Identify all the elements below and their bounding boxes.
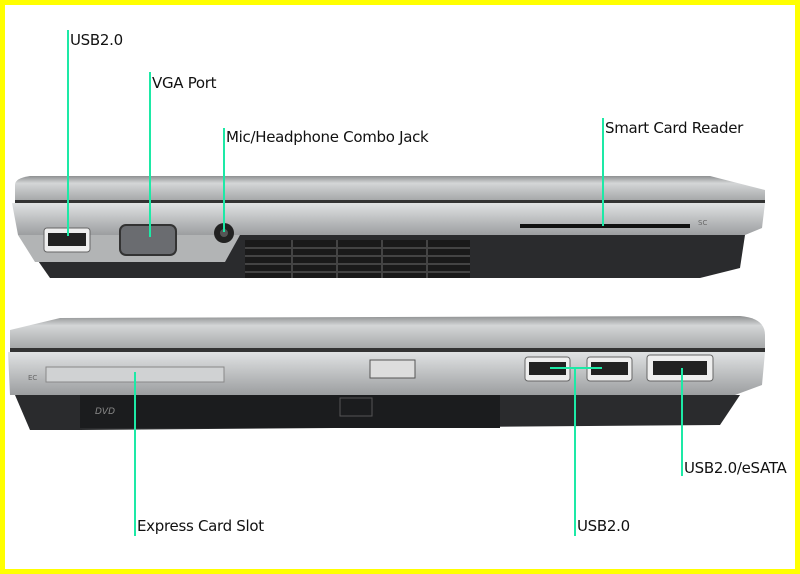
leader-line-vga [149, 72, 151, 237]
vga-port-icon [119, 224, 177, 256]
leader-line-express-card [134, 372, 136, 536]
eject-button [339, 397, 373, 417]
leader-line-audio [223, 128, 225, 232]
leader-line-usb-left [67, 30, 69, 236]
leader-line-smart-card [602, 118, 604, 226]
leader-line-esata [681, 368, 683, 476]
label-usb-right: USB2.0 [577, 517, 630, 535]
leader-line-usb-right-h [550, 367, 602, 369]
smart-card-slot [520, 224, 690, 228]
label-smart-card: Smart Card Reader [605, 119, 743, 137]
wireless-switch [369, 359, 416, 379]
sc-marking: SC [698, 219, 707, 227]
laptop-left-side: SC [12, 176, 765, 278]
ec-marking: EC [28, 374, 37, 382]
label-express-card: Express Card Slot [137, 517, 264, 535]
dvd-logo: DVD [95, 407, 115, 417]
label-esata: USB2.0/eSATA [684, 459, 787, 477]
laptop-right-side: EC DVD [8, 316, 765, 430]
label-audio: Mic/Headphone Combo Jack [226, 128, 429, 146]
label-usb-left: USB2.0 [70, 31, 123, 49]
leader-line-usb-right [574, 368, 576, 536]
label-vga: VGA Port [152, 74, 217, 92]
